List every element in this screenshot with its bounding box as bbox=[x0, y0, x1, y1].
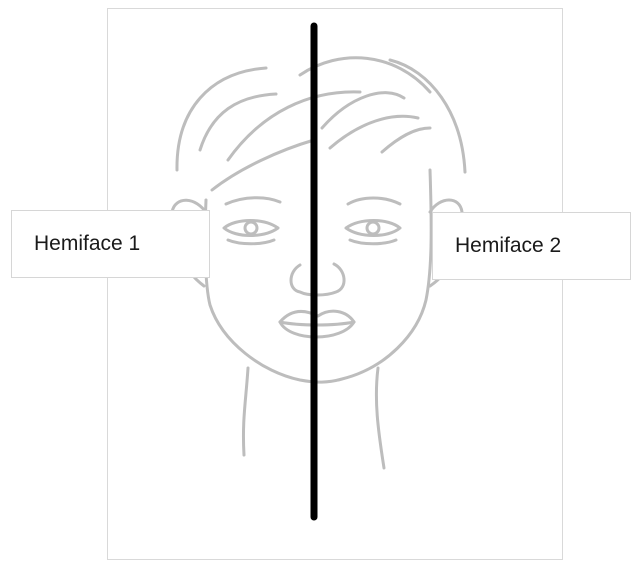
hair-strand-fringe-2 bbox=[382, 128, 430, 152]
right-lower-lid bbox=[350, 240, 396, 244]
hair-strand-front bbox=[322, 93, 404, 128]
right-iris bbox=[367, 222, 379, 234]
hair-strand-top bbox=[300, 58, 430, 92]
hemiface-2-text: Hemiface 2 bbox=[455, 234, 561, 258]
left-eyebrow bbox=[226, 198, 280, 204]
left-iris bbox=[245, 222, 257, 234]
hair-strand-fringe-1 bbox=[330, 116, 418, 148]
hemiface-2-label: Hemiface 2 bbox=[432, 212, 631, 280]
hair-strand-crown bbox=[228, 92, 360, 160]
hairline bbox=[212, 140, 314, 190]
left-lower-lid bbox=[228, 240, 274, 244]
right-eyebrow bbox=[348, 198, 400, 204]
neck-left bbox=[243, 368, 248, 455]
neck-right bbox=[376, 368, 384, 468]
hemiface-1-text: Hemiface 1 bbox=[34, 232, 140, 256]
hemiface-1-label: Hemiface 1 bbox=[11, 210, 210, 278]
nose bbox=[291, 264, 344, 295]
hair-strand-left-outer bbox=[177, 68, 266, 170]
